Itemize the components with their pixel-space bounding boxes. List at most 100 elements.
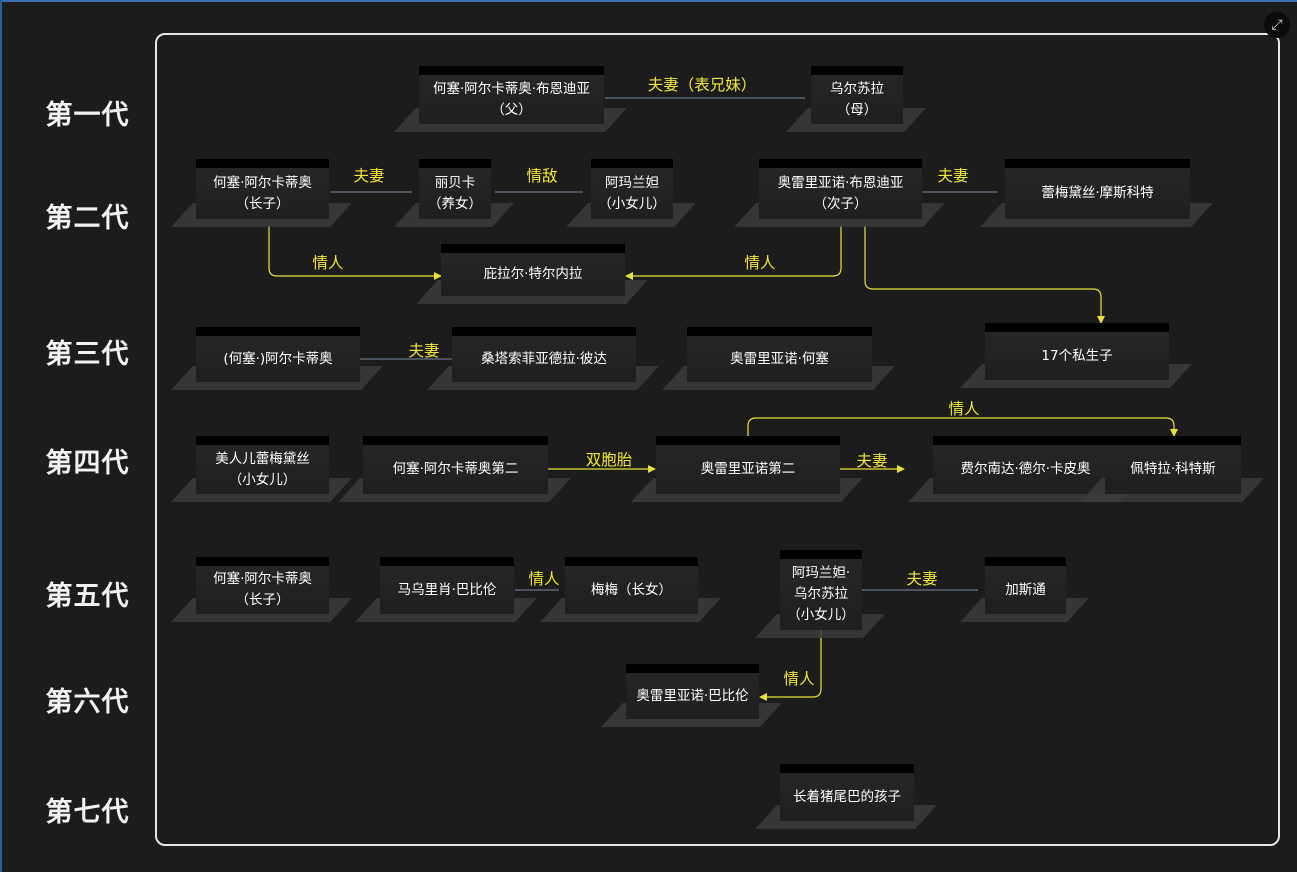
person-name: 佩特拉·科特斯	[1130, 461, 1216, 477]
window-left-edge	[0, 0, 2, 872]
person-name: 庇拉尔·特尔内拉	[483, 266, 583, 282]
generation-label-5: 第五代	[45, 581, 130, 612]
node-header-bar	[419, 159, 491, 168]
node-body	[452, 336, 636, 382]
generation-label-4: 第四代	[45, 448, 130, 479]
expand-icon[interactable]: ⤢	[1264, 12, 1290, 38]
person-name: 何塞·阿尔卡蒂奥 （长子）	[213, 571, 312, 608]
person-name: 何塞·阿尔卡蒂奥 （长子）	[213, 174, 312, 212]
node-body	[759, 168, 922, 219]
edge-label-g5-couple: 夫妻	[906, 570, 938, 588]
node-body	[687, 336, 872, 382]
person-node[interactable]: 奥雷里亚诺第二	[631, 436, 863, 502]
person-node[interactable]: 阿玛兰妲· 乌尔苏拉 （小女儿）	[755, 550, 885, 638]
person-node[interactable]: 庇拉尔·特尔内拉	[416, 244, 648, 304]
person-node[interactable]: 丽贝卡 （养女）	[394, 159, 514, 227]
node-body	[196, 445, 329, 494]
person-node[interactable]: 乌尔苏拉 （母）	[786, 66, 926, 132]
edge-g6-lover	[759, 630, 822, 701]
person-node[interactable]: 奥雷里亚诺·何塞	[662, 327, 895, 390]
node-body	[419, 75, 604, 124]
diagram-frame	[155, 33, 1280, 846]
node-body	[985, 566, 1066, 614]
node-header-bar	[196, 557, 329, 566]
node-header-bar	[985, 557, 1066, 566]
node-header-bar	[933, 436, 1118, 445]
edge-label-g4-lover: 情人	[948, 400, 980, 418]
node-header-bar	[441, 244, 625, 253]
node-header-bar	[759, 159, 922, 168]
edge-label-g2-couple2: 夫妻	[937, 167, 969, 185]
node-header-bar	[380, 557, 514, 566]
person-name: 奥雷里亚诺·巴比伦	[636, 687, 749, 704]
edge-label-g3-couple: 夫妻	[408, 342, 440, 360]
edge-label-g4-twins: 双胞胎	[585, 451, 633, 469]
person-name: 马乌里肖·巴比伦	[397, 581, 497, 598]
node-body	[1105, 445, 1241, 494]
person-node[interactable]: 费尔南达·德尔·卡皮奥	[908, 436, 1141, 502]
node-header-bar	[1105, 436, 1241, 445]
person-node[interactable]: 何塞·阿尔卡蒂奥 （长子）	[171, 159, 352, 227]
edge-g2-children	[864, 225, 1105, 324]
person-node[interactable]: 加斯通	[960, 557, 1089, 622]
person-name: 费尔南达·德尔·卡皮奥	[960, 461, 1091, 477]
node-header-bar	[985, 323, 1169, 332]
node-header-bar	[656, 436, 840, 445]
edge-label-g2-couple1: 夫妻	[353, 167, 385, 185]
node-body	[419, 168, 491, 219]
person-node[interactable]: 蕾梅黛丝·摩斯科特	[980, 159, 1213, 227]
person-node[interactable]: 佩特拉·科特斯	[1080, 436, 1264, 502]
person-node[interactable]: (何塞·)阿尔卡蒂奥	[171, 327, 383, 390]
person-name: 桑塔索菲亚德拉·彼达	[481, 350, 607, 367]
node-header-bar	[1005, 159, 1190, 168]
person-name: 奥雷里亚诺·布恩迪亚 （次子）	[777, 174, 904, 212]
person-node[interactable]: 何塞·阿尔卡蒂奥 （长子）	[171, 557, 352, 622]
person-name: 何塞·阿尔卡蒂奥·布恩迪亚 （父）	[432, 80, 591, 118]
node-body	[196, 566, 329, 614]
node-body	[196, 336, 360, 382]
person-node[interactable]: 奥雷里亚诺·巴比伦	[601, 664, 782, 727]
person-node[interactable]: 17个私生子	[960, 323, 1192, 388]
node-body	[780, 559, 862, 630]
person-name: 阿玛兰妲· 乌尔苏拉 （小女儿）	[787, 565, 855, 623]
node-body	[380, 566, 514, 614]
node-header-bar	[780, 764, 914, 773]
person-node[interactable]: 奥雷里亚诺·布恩迪亚 （次子）	[734, 159, 945, 227]
person-node[interactable]: 美人儿蕾梅黛丝 （小女儿）	[171, 436, 352, 502]
person-node[interactable]: 梅梅（长女）	[540, 557, 721, 622]
person-name: 何塞·阿尔卡蒂奥第二	[392, 461, 519, 477]
edge-label-g1-couple: 夫妻（表兄妹）	[647, 76, 757, 94]
node-header-bar	[687, 327, 872, 336]
person-node[interactable]: 阿玛兰妲 （小女儿）	[566, 159, 696, 227]
node-body	[1005, 168, 1190, 219]
node-body	[811, 75, 903, 124]
node-header-bar	[196, 159, 329, 168]
edge-label-g2-rival: 情敌	[526, 167, 558, 185]
node-body	[363, 445, 548, 494]
person-node[interactable]: 桑塔索菲亚德拉·彼达	[427, 327, 659, 390]
node-header-bar	[452, 327, 636, 336]
edge-label-g4-couple: 夫妻	[856, 452, 888, 470]
person-name: 奥雷里亚诺·何塞	[730, 350, 829, 367]
node-body	[196, 168, 329, 219]
edge-g2-lover1	[268, 225, 442, 280]
person-name: 美人儿蕾梅黛丝 （小女儿）	[215, 450, 310, 488]
person-name: 蕾梅黛丝·摩斯科特	[1041, 185, 1154, 201]
generation-label-3: 第三代	[45, 339, 130, 370]
person-node[interactable]: 马乌里肖·巴比伦	[355, 557, 537, 622]
person-node[interactable]: 长着猪尾巴的孩子	[755, 764, 937, 829]
node-header-bar	[626, 664, 759, 673]
node-header-bar	[811, 66, 903, 75]
node-body	[626, 673, 759, 719]
node-header-bar	[363, 436, 548, 445]
edge-label-g2-lover2: 情人	[744, 254, 776, 272]
person-node[interactable]: 何塞·阿尔卡蒂奥·布恩迪亚 （父）	[394, 66, 627, 132]
generation-label-1: 第一代	[45, 100, 130, 131]
window-top-edge	[0, 0, 1297, 2]
node-body	[985, 332, 1169, 380]
edge-label-g2-lover1: 情人	[312, 254, 344, 272]
person-node[interactable]: 何塞·阿尔卡蒂奥第二	[338, 436, 571, 502]
person-name: 阿玛兰妲 （小女儿）	[598, 174, 666, 212]
edge-label-g5-lover: 情人	[528, 570, 560, 588]
